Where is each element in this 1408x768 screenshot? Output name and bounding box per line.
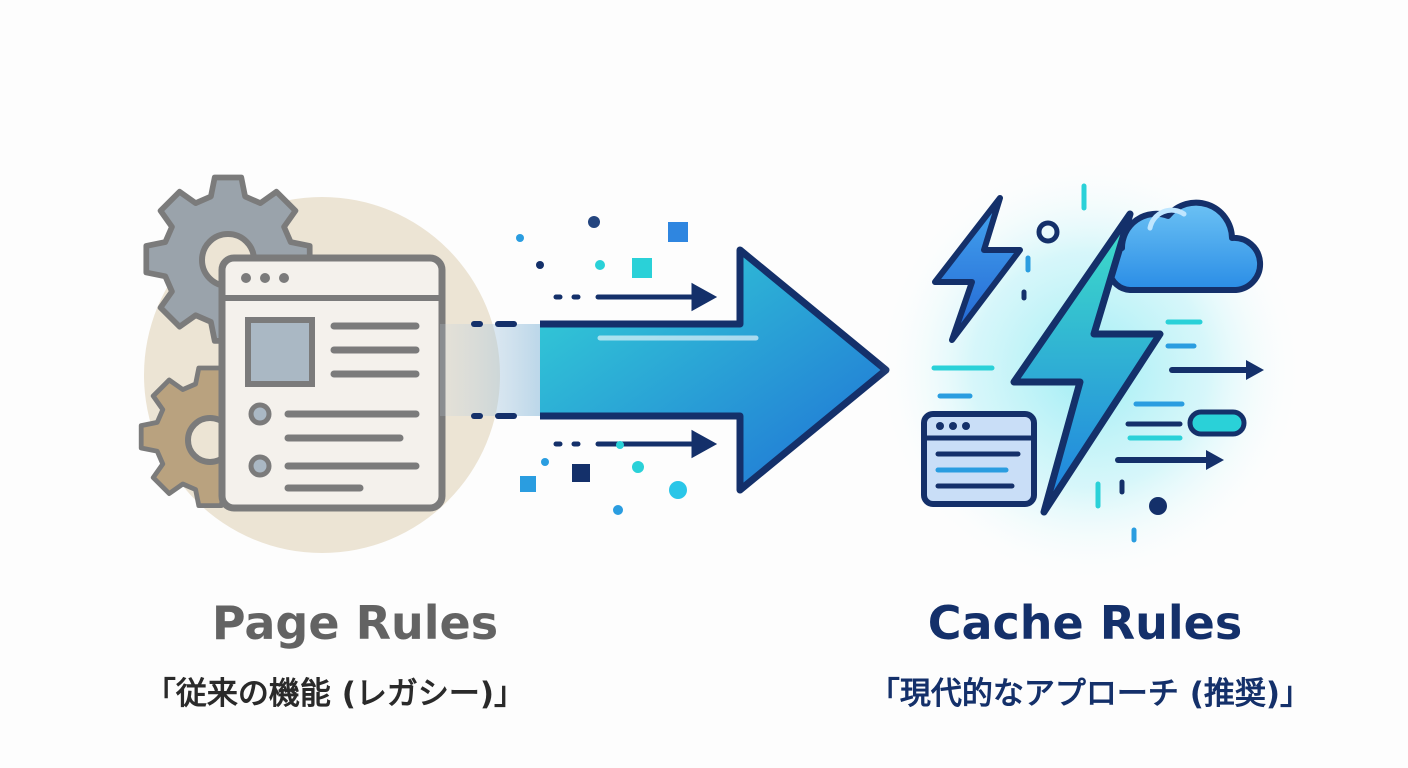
lightning-bolt-icon [932, 195, 1023, 343]
arrow-right-icon [440, 216, 890, 515]
lightning-bolt-icon [1010, 210, 1164, 516]
legacy-subtitle: 「従来の機能 (レガシー)」 [144, 676, 526, 712]
modern-subtitle: 「現代的なアプローチ (推奨)」 [868, 676, 1312, 712]
modern-title: Cache Rules [927, 596, 1243, 650]
browser-window-icon [218, 254, 446, 512]
legacy-title: Page Rules [211, 596, 499, 650]
speed-lines [931, 183, 1264, 543]
cloud-icon [1106, 199, 1263, 293]
browser-window-icon [921, 411, 1037, 507]
